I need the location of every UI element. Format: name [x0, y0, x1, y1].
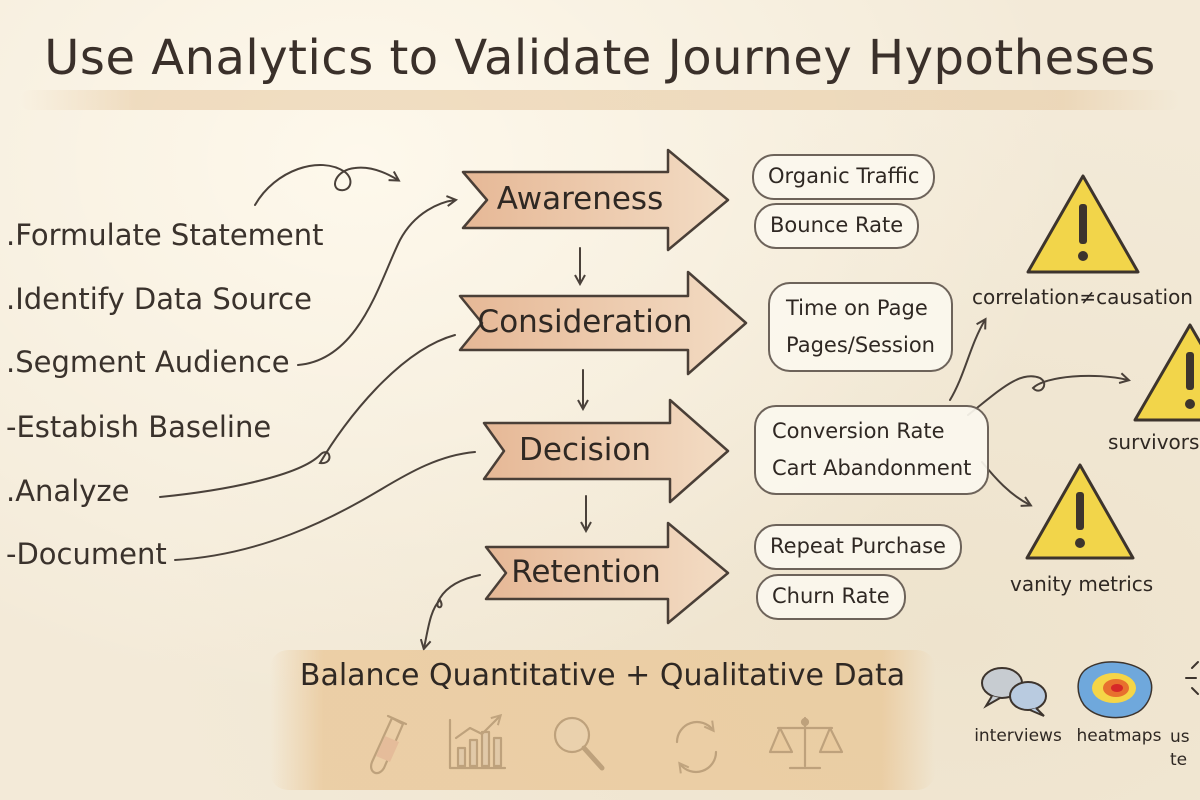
- metric-group-decision: Conversion Rate Cart Abandonment: [754, 405, 990, 495]
- connector-analyze-to-decision: [174, 451, 476, 561]
- connector-retention-to-balance: [424, 574, 481, 648]
- heatmap-icon: [1077, 661, 1153, 719]
- warning-triangle-icon-2: [1133, 323, 1200, 422]
- method-user-testing: us te: [1170, 727, 1190, 770]
- step-segment-audience: .Segment Audience: [6, 345, 290, 379]
- warning-vanity-metrics: vanity metrics: [1010, 572, 1154, 596]
- metric-organic-traffic: Organic Traffic: [752, 154, 936, 200]
- connector-baseline-to-consideration: [159, 334, 456, 498]
- sparkle-icon: [1185, 661, 1199, 695]
- metric-cart-abandonment: Cart Abandonment: [772, 455, 972, 480]
- step-document: -Document: [6, 537, 167, 571]
- page-title: Use Analytics to Validate Journey Hypoth…: [44, 30, 1156, 86]
- stage-label-consideration: Consideration: [477, 304, 693, 340]
- step-formulate-statement: .Formulate Statement: [6, 218, 324, 252]
- connector-to-survivorship: [967, 376, 1128, 416]
- stage-label-decision: Decision: [519, 432, 651, 468]
- step-identify-data-source: .Identify Data Source: [6, 282, 312, 316]
- balance-title: Balance Quantitative + Qualitative Data: [299, 658, 906, 693]
- connector-top-loop: [254, 163, 398, 206]
- title-underline-wash: [20, 90, 1180, 110]
- step-establish-baseline: -Estabish Baseline: [6, 410, 272, 444]
- stage-arrow-decision: [482, 398, 730, 504]
- warning-triangle-icon-3: [1025, 463, 1135, 560]
- warning-triangle-icon-1: [1026, 174, 1140, 274]
- metric-repeat-purchase: Repeat Purchase: [754, 524, 962, 570]
- speech-bubbles-icon: [981, 667, 1047, 717]
- method-interviews: interviews: [974, 726, 1062, 746]
- metric-conversion-rate: Conversion Rate: [772, 419, 945, 443]
- stage-arrow-consideration: [458, 270, 748, 376]
- warning-correlation-causation: correlation≠causation: [972, 285, 1193, 309]
- stage-arrow-awareness: [461, 148, 730, 252]
- method-heatmaps: heatmaps: [1076, 726, 1162, 746]
- connector-to-correlation: [949, 320, 985, 401]
- warning-survivorship: survivorsh: [1108, 430, 1200, 454]
- balance-banner: [270, 650, 935, 790]
- stage-label-retention: Retention: [511, 554, 661, 590]
- metric-group-consideration: Time on Page Pages/Session: [768, 282, 953, 372]
- connector-segment-to-awareness: [297, 200, 455, 366]
- connector-to-vanity: [981, 461, 1030, 505]
- metric-bounce-rate: Bounce Rate: [754, 203, 920, 249]
- stage-arrow-retention: [484, 521, 730, 625]
- metric-churn-rate: Churn Rate: [756, 574, 906, 620]
- step-analyze: .Analyze: [6, 474, 130, 508]
- metric-pages-session: Pages/Session: [786, 332, 935, 357]
- metric-time-on-page: Time on Page: [786, 296, 928, 320]
- stage-label-awareness: Awareness: [496, 181, 664, 217]
